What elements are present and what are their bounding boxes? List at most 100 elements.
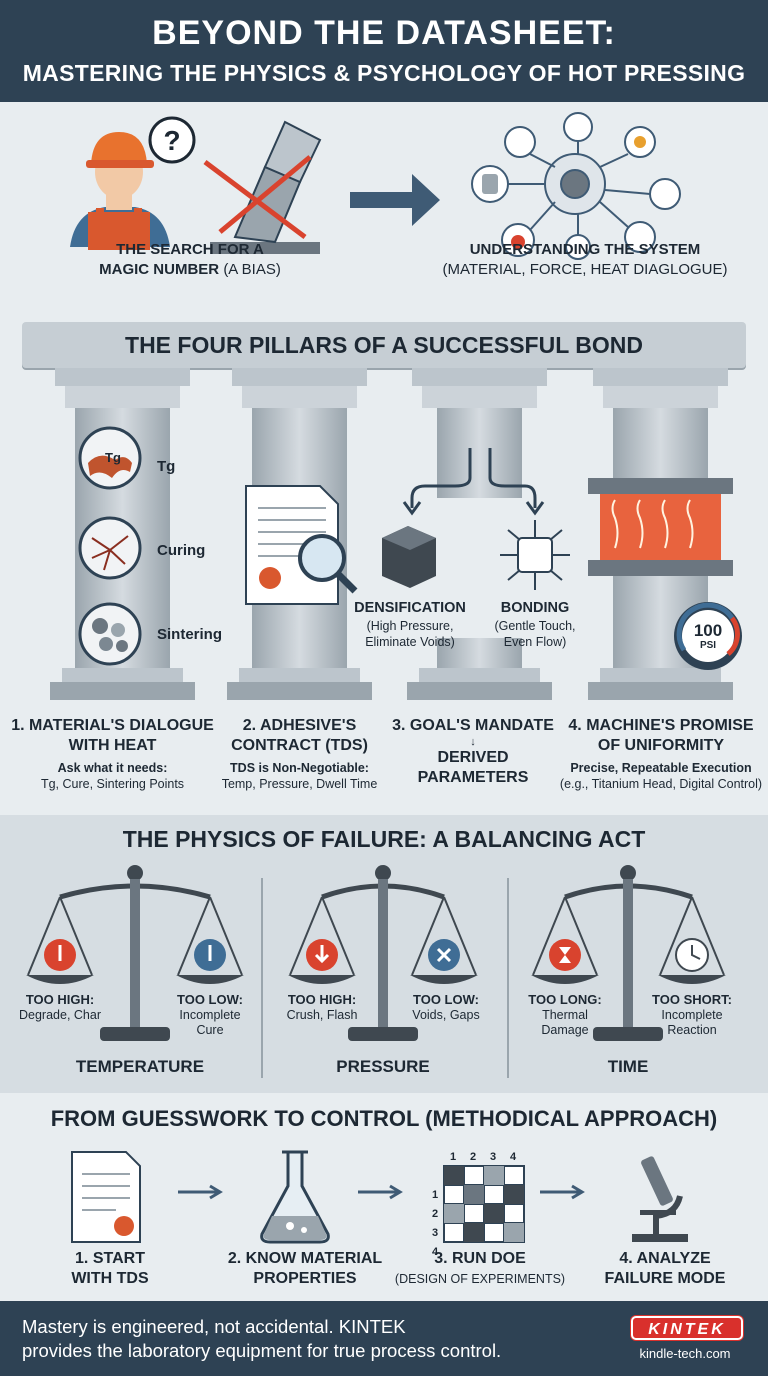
pillar1-label-sintering: Sintering [157, 626, 223, 643]
grid-row-1: 1 [432, 1189, 439, 1201]
pressure-left-caption: TOO HIGH: Crush, Flash [272, 992, 372, 1023]
temp-right-caption: TOO LOW: Incomplete Cure [162, 992, 258, 1038]
temperature-label: TEMPERATURE [75, 1057, 205, 1076]
pressure-gauge-icon [674, 602, 742, 670]
pressure-label: PRESSURE [336, 1057, 430, 1076]
time-left-1: Thermal [542, 1008, 588, 1022]
method-illustration [71, 1150, 688, 1244]
temp-left-head: TOO HIGH: [25, 992, 95, 1007]
transition-arrow-icon [350, 174, 440, 226]
arrow-3-icon [540, 1184, 585, 1200]
pressure-scale-icon [288, 865, 478, 1041]
method-title: FROM GUESSWORK TO CONTROL (METHODICAL AP… [50, 1106, 718, 1131]
pillar4-sub1: Precise, Repeatable Execution [570, 761, 752, 775]
pillar-1-caption: 1. MATERIAL'S DIALOGUE WITH HEAT Ask wha… [10, 716, 215, 792]
grid-col-2: 2 [470, 1151, 477, 1163]
broken-part-icon [203, 120, 322, 254]
pillar1-title2: WITH HEAT [68, 737, 157, 754]
dense-cube-icon [382, 526, 436, 588]
grid-col-3: 3 [490, 1151, 497, 1163]
pressure-right-caption: TOO LOW: Voids, Gaps [398, 992, 494, 1023]
pressure-right-head: TOO LOW: [413, 992, 479, 1007]
pillar2-sub1: TDS is Non-Negotiable: [230, 761, 369, 775]
intro-left-line2a: MAGIC NUMBER [99, 261, 220, 278]
pillar3-title1: 3. GOAL'S MANDATE [392, 717, 554, 734]
magnifier-icon [298, 534, 358, 594]
bonding-sub1: (Gentle Touch, [494, 619, 576, 633]
time-label: TIME [607, 1057, 649, 1076]
time-right-1: Incomplete [661, 1008, 723, 1022]
grid-col-1: 1 [450, 1151, 457, 1163]
down-arrow-icon: ↓ [470, 736, 476, 748]
page-subtitle: MASTERING THE PHYSICS & PSYCHOLOGY OF HO… [22, 60, 746, 86]
pillar1-label-tg: Tg [157, 458, 176, 475]
step2-l1: 2. KNOW MATERIAL [227, 1250, 383, 1267]
system-network-icon [471, 112, 681, 260]
footer: Mastery is engineered, not accidental. K… [0, 1301, 768, 1376]
intro-right-line2: (MATERIAL, FORCE, HEAT DIAGLOGUE) [442, 261, 728, 278]
pillar-2-caption: 2. ADHESIVE'S CONTRACT (TDS) TDS is Non-… [212, 716, 387, 792]
step4-l1: 4. ANALYZE [619, 1250, 711, 1267]
kintek-logo[interactable]: KINTEK [631, 1316, 743, 1340]
arrow-2-icon [358, 1184, 403, 1200]
time-left-head: TOO LONG: [528, 992, 602, 1007]
time-left-caption: TOO LONG: Thermal Damage [515, 992, 615, 1038]
pressure-left-1: Crush, Flash [286, 1008, 358, 1022]
intro-left-line1: THE SEARCH FOR A [116, 241, 264, 258]
pillar1-title1: 1. MATERIAL'S DIALOGUE [11, 717, 214, 734]
densification-block: DENSIFICATION (High Pressure, Eliminate … [350, 598, 470, 650]
grid-row-2: 2 [432, 1208, 439, 1220]
intro-left-line2b: (A BIAS) [223, 261, 281, 278]
step2-l2: PROPERTIES [253, 1270, 357, 1287]
intro-right-caption: UNDERSTANDING THE SYSTEM (MATERIAL, FORC… [430, 240, 740, 280]
pillar2-title2: CONTRACT (TDS) [231, 737, 368, 754]
pillar-3-caption: 3. GOAL'S MANDATE ↓ DERIVED PARAMETERS [388, 716, 558, 788]
intro-left-caption: THE SEARCH FOR A MAGIC NUMBER (A BIAS) [80, 240, 300, 280]
worker-icon [70, 132, 170, 250]
pillar2-title1: 2. ADHESIVE'S [242, 717, 357, 734]
time-right-caption: TOO SHORT: Incomplete Reaction [642, 992, 742, 1038]
temp-left-caption: TOO HIGH: Degrade, Char [10, 992, 110, 1023]
header-banner: BEYOND THE DATASHEET: MASTERING THE PHYS… [0, 0, 768, 102]
grid-row-4: 4 [432, 1246, 439, 1258]
pressure-left-head: TOO HIGH: [287, 992, 357, 1007]
heat-plate-icon [588, 478, 733, 576]
doe-grid-row-labels: 1 2 3 4 [432, 1186, 444, 1262]
step-4: 4. ANALYZE FAILURE MODE [585, 1249, 745, 1289]
step-2: 2. KNOW MATERIAL PROPERTIES [215, 1249, 395, 1289]
densification-sub2: Eliminate Voids) [365, 635, 455, 649]
arrow-1-icon [178, 1184, 223, 1200]
step1-l2: WITH TDS [71, 1270, 149, 1287]
time-right-2: Reaction [667, 1023, 717, 1037]
goal-split-arrows-icon [402, 448, 545, 516]
pillars-title: THE FOUR PILLARS OF A SUCCESSFUL BOND [125, 332, 643, 358]
step1-l1: 1. START [75, 1250, 145, 1267]
balance-scales-illustration [26, 865, 726, 1041]
temp-left-1: Degrade, Char [19, 1008, 101, 1022]
time-left-2: Damage [541, 1023, 589, 1037]
bonding-block: BONDING (Gentle Touch, Even Flow) [480, 598, 590, 650]
sintering-particles-icon [78, 602, 142, 666]
pillar1-sub2: Tg, Cure, Sintering Points [40, 777, 185, 791]
time-right-head: TOO SHORT: [652, 992, 732, 1007]
svg-text:?: ? [163, 125, 180, 156]
curing-network-icon [78, 516, 142, 580]
tg-sample-icon [78, 426, 142, 490]
footer-line2: provides the laboratory equipment for tr… [22, 1340, 502, 1361]
bonding-sub2: Even Flow) [503, 635, 567, 649]
time-scale-icon [531, 865, 726, 1041]
step4-l2: FAILURE MODE [604, 1270, 726, 1287]
grid-row-3: 3 [432, 1227, 439, 1239]
website-link[interactable]: kindle-tech.com [639, 1346, 731, 1361]
intro-right-line1: UNDERSTANDING THE SYSTEM [469, 241, 701, 258]
temp-right-head: TOO LOW: [177, 992, 243, 1007]
tds-sheet-icon [71, 1151, 141, 1243]
temp-right-1: Incomplete [179, 1008, 241, 1022]
temperature-scale-icon [26, 865, 244, 1041]
pillar4-sub2: (e.g., Titanium Head, Digital Control) [559, 777, 763, 791]
gauge-unit: PSI [699, 640, 717, 651]
pillar-3-column [407, 368, 552, 700]
pillar4-title2: OF UNIFORMITY [597, 737, 725, 754]
footer-line1: Mastery is engineered, not accidental. K… [22, 1316, 406, 1337]
pillar3-derived1: DERIVED [437, 749, 509, 766]
